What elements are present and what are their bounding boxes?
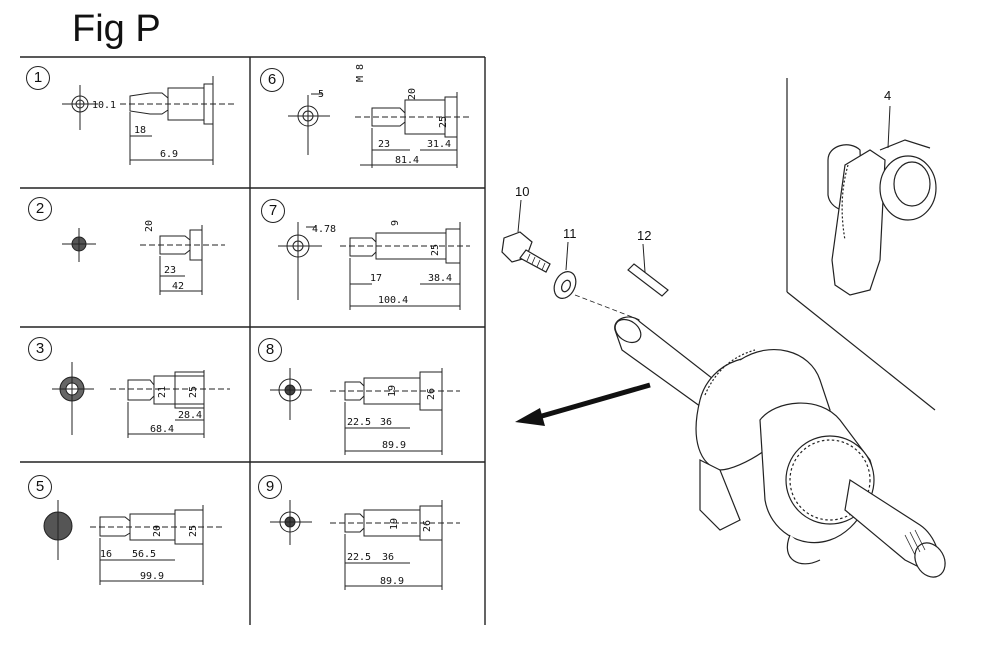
dim-3-b: 25 bbox=[188, 386, 199, 398]
dim-8-e: 89.9 bbox=[382, 440, 406, 451]
grid-lines bbox=[20, 56, 486, 625]
cell-label-8: 8 bbox=[258, 338, 282, 362]
pin-part-12 bbox=[627, 263, 669, 297]
dim-1-a: 10.1 bbox=[92, 100, 116, 111]
dim-6-d: 25 bbox=[438, 116, 449, 128]
dim-7-e: 38.4 bbox=[428, 273, 452, 284]
leader-4 bbox=[887, 105, 891, 149]
cell-label-5: 5 bbox=[28, 475, 52, 499]
dim-6-a: 5 bbox=[318, 89, 324, 100]
dim-3-d: 68.4 bbox=[150, 424, 174, 435]
cell-label-3: 3 bbox=[28, 337, 52, 361]
washer-part-11 bbox=[553, 271, 577, 299]
callout-10: 10 bbox=[515, 184, 529, 199]
dim-6-e: 23 bbox=[378, 139, 390, 150]
gear-part-4 bbox=[827, 139, 937, 296]
leader-11 bbox=[565, 241, 569, 271]
dim-1-b: 18 bbox=[134, 125, 146, 136]
dim-2-b: 23 bbox=[164, 265, 176, 276]
dim-5-a: 20 bbox=[152, 525, 163, 537]
dim-3-c: 28.4 bbox=[178, 410, 202, 421]
fitting-drawing-3 bbox=[52, 362, 230, 438]
alignment-line bbox=[574, 294, 641, 321]
dim-6-g: 81.4 bbox=[395, 155, 419, 166]
fitting-drawing-9 bbox=[270, 500, 460, 590]
engine-panel bbox=[786, 78, 936, 411]
dim-6-b: M 8 bbox=[355, 64, 366, 82]
dim-3-a: 21 bbox=[157, 386, 168, 398]
dim-5-c: 16 bbox=[100, 549, 112, 560]
dim-8-b: 26 bbox=[426, 388, 437, 400]
dim-5-d: 56.5 bbox=[132, 549, 156, 560]
dim-5-b: 25 bbox=[188, 525, 199, 537]
crankshaft bbox=[614, 316, 946, 578]
dim-7-f: 100.4 bbox=[378, 295, 408, 306]
dim-7-b: 9 bbox=[390, 220, 401, 226]
dim-8-c: 22.5 bbox=[347, 417, 371, 428]
dim-9-a: 19 bbox=[389, 518, 400, 530]
dim-8-a: 19 bbox=[387, 385, 398, 397]
callout-11: 11 bbox=[563, 226, 577, 241]
dim-9-b: 26 bbox=[422, 520, 433, 532]
fitting-drawing-8 bbox=[270, 368, 460, 455]
cell-label-7: 7 bbox=[261, 199, 285, 223]
dim-7-d: 17 bbox=[370, 273, 382, 284]
dim-8-d: 36 bbox=[380, 417, 392, 428]
figure-title: Fig P bbox=[72, 8, 161, 50]
fitting-drawing-7 bbox=[278, 222, 470, 310]
fitting-drawing-1 bbox=[62, 76, 235, 165]
dim-6-c: 20 bbox=[407, 88, 418, 100]
dim-9-c: 22.5 bbox=[347, 552, 371, 563]
callout-12: 12 bbox=[637, 228, 651, 243]
dim-7-c: 25 bbox=[430, 244, 441, 256]
dim-9-d: 36 bbox=[382, 552, 394, 563]
dim-6-f: 31.4 bbox=[427, 139, 451, 150]
leader-10 bbox=[517, 199, 522, 233]
callout-4: 4 bbox=[884, 88, 891, 103]
fitting-drawing-5 bbox=[43, 500, 225, 585]
cell-label-6: 6 bbox=[260, 68, 284, 92]
direction-arrow bbox=[515, 382, 651, 426]
cell-label-9: 9 bbox=[258, 475, 282, 499]
dim-9-e: 89.9 bbox=[380, 576, 404, 587]
dim-1-c: 6.9 bbox=[160, 149, 178, 160]
cell-label-1: 1 bbox=[26, 66, 50, 90]
cell-label-2: 2 bbox=[28, 197, 52, 221]
fitting-drawing-6 bbox=[288, 92, 470, 168]
dim-2-c: 42 bbox=[172, 281, 184, 292]
leader-12 bbox=[642, 243, 646, 273]
dim-2-a: 20 bbox=[144, 220, 155, 232]
dim-5-e: 99.9 bbox=[140, 571, 164, 582]
dim-7-a: 4.78 bbox=[312, 224, 336, 235]
fitting-drawing-2 bbox=[62, 225, 225, 295]
bolt-part-10 bbox=[501, 231, 551, 273]
